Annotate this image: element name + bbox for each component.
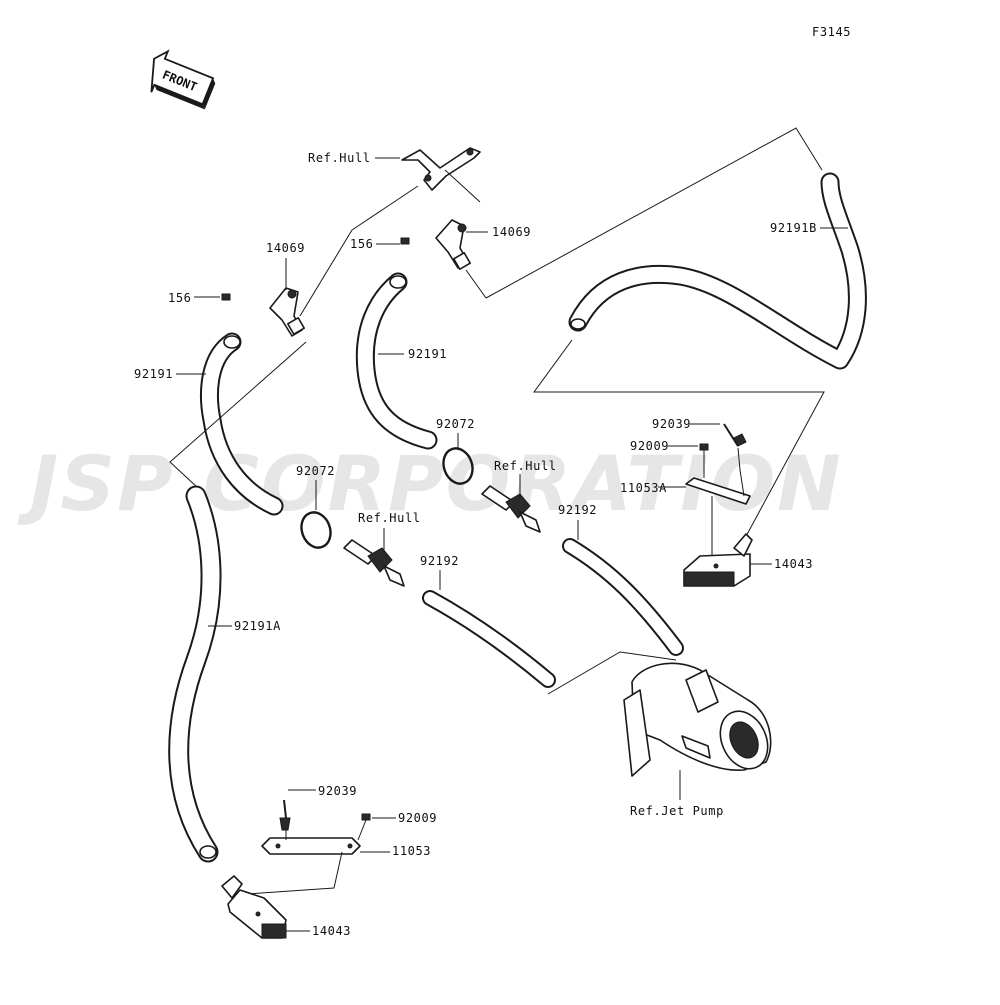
strainer-14043-lower	[221, 875, 287, 939]
strainer-14043-upper	[683, 533, 753, 587]
pin-92039-upper	[723, 423, 747, 447]
label-92191-left: 92191	[134, 367, 173, 381]
label-92072-left: 92072	[296, 464, 335, 478]
bracket-11053A	[685, 477, 751, 505]
label-92009-lower: 92009	[398, 811, 437, 825]
hull-fitting-right	[481, 485, 541, 533]
label-14069-right: 14069	[492, 225, 531, 239]
label-92191A: 92191A	[234, 619, 281, 633]
label-92009-upper: 92009	[630, 439, 669, 453]
label-ref-jet-pump: Ref.Jet Pump	[630, 804, 724, 818]
hose-92191-right	[355, 272, 438, 450]
label-ref-hull-mid: Ref.Hull	[358, 511, 421, 525]
label-ref-hull-top: Ref.Hull	[308, 151, 371, 165]
front-arrow-badge: FRONT	[150, 49, 216, 110]
screw-156-right	[400, 237, 410, 245]
jet-pump	[623, 662, 772, 777]
label-11053A: 11053A	[620, 481, 667, 495]
hose-92192-right	[562, 538, 684, 656]
label-14043-lower: 14043	[312, 924, 351, 938]
label-156-left: 156	[168, 291, 191, 305]
hull-fitting-left	[343, 539, 405, 587]
clip-92072-left	[300, 511, 332, 549]
label-92191B: 92191B	[770, 221, 817, 235]
screw-92009-lower	[361, 813, 371, 821]
label-92039-upper: 92039	[652, 417, 691, 431]
screw-156-left	[221, 293, 231, 301]
label-156-right: 156	[350, 237, 373, 251]
label-92039-lower: 92039	[318, 784, 357, 798]
hose-92192-left	[422, 590, 556, 688]
label-92072-right: 92072	[436, 417, 475, 431]
label-92191-right: 92191	[408, 347, 447, 361]
label-ref-hull-right: Ref.Hull	[494, 459, 557, 473]
clip-92072-right	[442, 447, 474, 485]
label-11053: 11053	[392, 844, 431, 858]
hull-bracket-top	[401, 147, 481, 191]
label-92192-left: 92192	[420, 554, 459, 568]
screw-92009-upper	[699, 443, 709, 451]
bracket-11053	[261, 837, 361, 855]
figure-code: F3145	[812, 25, 851, 39]
elbow-fitting-14069-left	[269, 287, 305, 337]
watermark: JSP CORPORATION	[17, 439, 843, 528]
label-14043-upper: 14043	[774, 557, 813, 571]
hose-92191B	[568, 172, 867, 370]
hose-92191-left	[200, 332, 284, 516]
elbow-fitting-14069-right	[435, 219, 471, 270]
label-14069-left: 14069	[266, 241, 305, 255]
hose-92191A	[168, 485, 222, 863]
pin-92039-lower	[279, 799, 291, 831]
label-92192-right: 92192	[558, 503, 597, 517]
